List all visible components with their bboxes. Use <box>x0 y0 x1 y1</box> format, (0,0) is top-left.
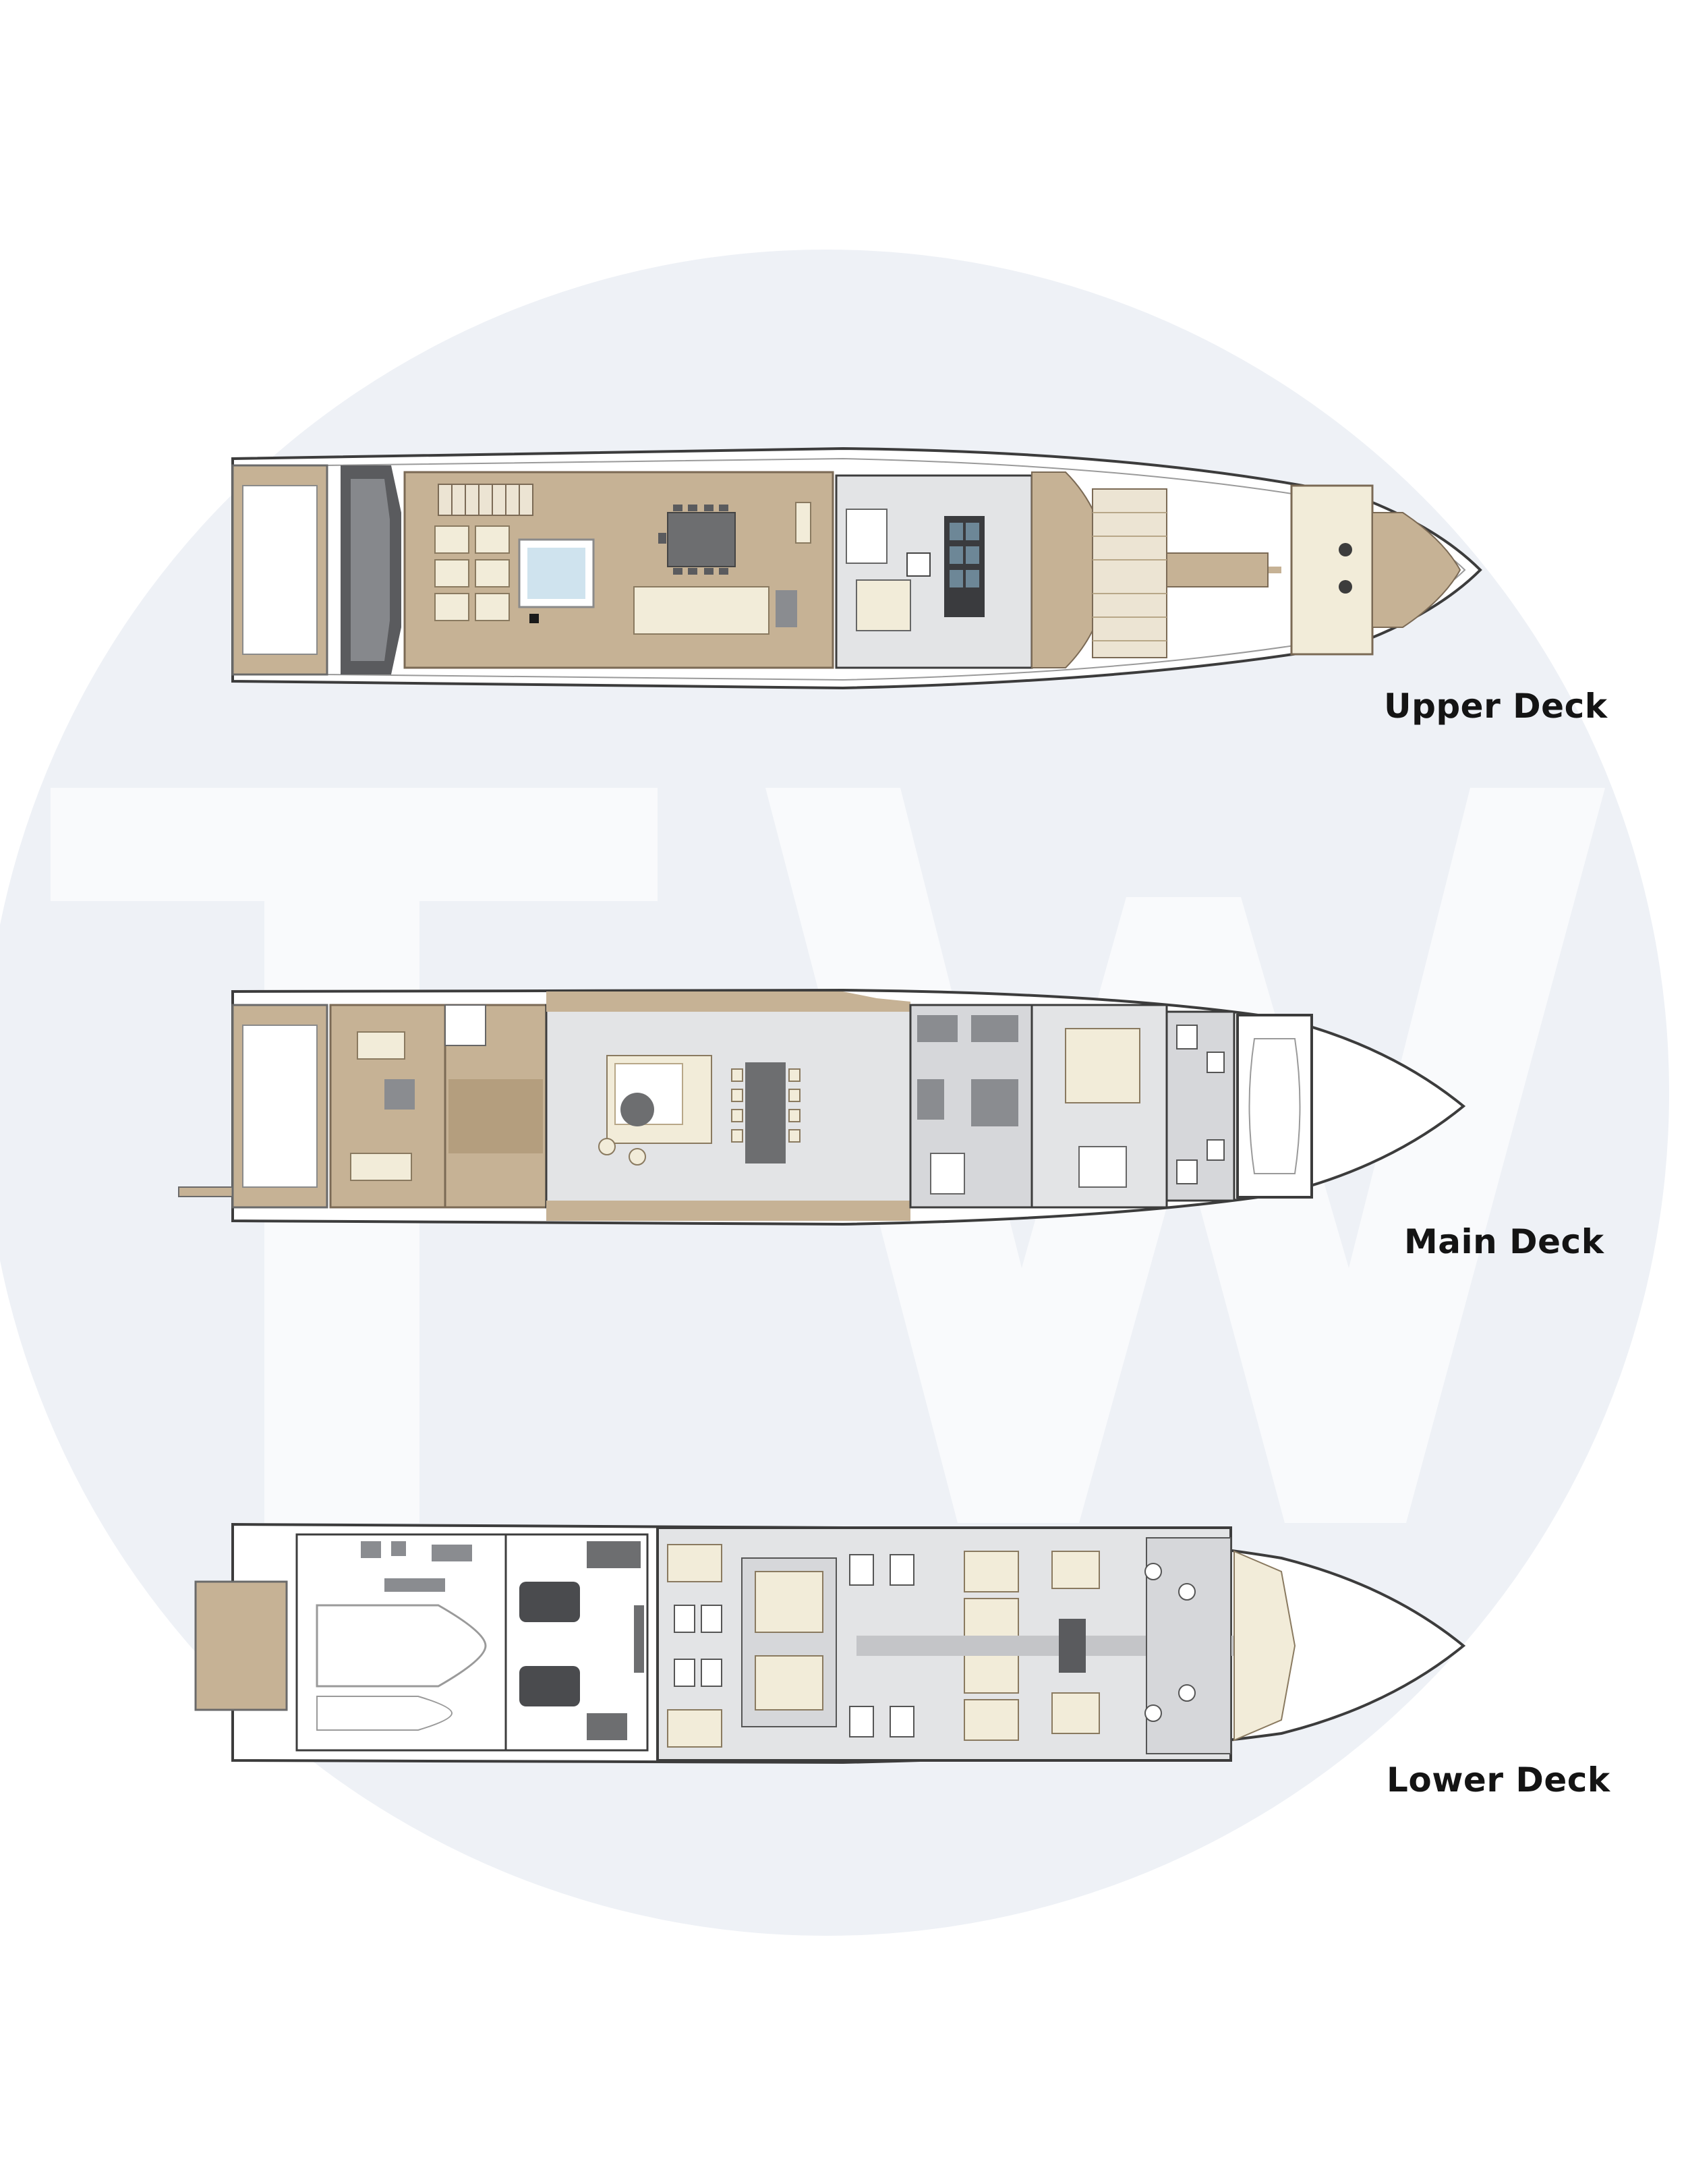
main-deck-salon-side-teak-bottom <box>546 1201 910 1221</box>
upper-deck-stairs <box>438 484 533 516</box>
lower-deck-crew-forepeak <box>1146 1537 1231 1754</box>
upper-deck-bar <box>795 502 811 544</box>
upper-deck-wheelhouse-settee <box>856 579 911 631</box>
upper-deck-arch-inner <box>351 479 390 661</box>
main-deck-label: Main Deck <box>1404 1222 1604 1261</box>
lower-deck-jetskis <box>519 1582 580 1706</box>
lower-deck-label: Lower Deck <box>1387 1760 1610 1800</box>
main-deck-aft-bench <box>242 1025 318 1188</box>
main-deck-dining-table <box>745 1062 786 1163</box>
upper-deck-bow-chairs <box>1339 543 1352 594</box>
main-deck-tender-outline <box>1248 1038 1301 1174</box>
main-deck-salon-pouf-2 <box>629 1148 646 1166</box>
upper-deck-helm-screens <box>950 523 979 587</box>
lower-deck-garage-equipment <box>361 1541 472 1592</box>
upper-deck-bow-teak <box>1372 512 1461 628</box>
lower-deck-tender-2-outline <box>316 1696 453 1731</box>
watermark-letter-w <box>765 788 1605 1523</box>
upper-deck-dining-chairs <box>658 505 728 575</box>
upper-deck-aft-bench <box>242 485 318 655</box>
upper-deck-lounge-sofa <box>633 586 769 635</box>
upper-deck-lounger-slats <box>1093 512 1167 641</box>
main-deck-plan <box>178 988 1466 1226</box>
upper-deck-hull-inner <box>323 457 1466 681</box>
upper-deck-side-table <box>776 590 797 627</box>
lower-deck-vip-bed-1 <box>755 1571 823 1633</box>
upper-deck-sun-loungers <box>434 525 510 621</box>
upper-deck-helm-seat <box>906 552 931 577</box>
main-deck-salon-pouf-1 <box>598 1138 616 1155</box>
upper-deck-label: Upper Deck <box>1384 687 1608 726</box>
upper-deck-wheelhouse <box>835 474 1033 669</box>
upper-deck-jacuzzi-water <box>527 548 585 599</box>
main-deck-salon-coffee-table <box>620 1093 654 1126</box>
lower-deck-guest-cabin-beds <box>964 1551 1100 1741</box>
lower-deck-plan <box>194 1522 1466 1764</box>
lower-deck-forward-heads <box>1144 1563 1196 1722</box>
lower-deck-crew-bunks <box>1233 1550 1296 1742</box>
lower-deck-stair <box>1059 1619 1086 1673</box>
lower-deck-bay-storage <box>587 1541 644 1740</box>
lower-deck-aft-cabins <box>667 1544 722 1748</box>
lower-deck-tender-garage <box>295 1533 507 1752</box>
main-deck-salon-side-teak-top <box>546 992 910 1012</box>
main-deck-galley-units <box>917 1015 1018 1195</box>
main-deck-dining-chairs <box>731 1068 801 1143</box>
upper-deck-dining-table <box>667 512 736 567</box>
upper-deck-wheelhouse-stairs <box>846 509 888 564</box>
main-deck-aft-furniture <box>350 1031 412 1181</box>
main-deck-bow-garage <box>1236 1014 1313 1199</box>
upper-deck-plan <box>231 447 1482 690</box>
main-deck-lobby-mat <box>448 1079 543 1153</box>
lower-deck-swim-platform <box>194 1580 288 1711</box>
main-deck-aft-table <box>384 1079 415 1110</box>
lower-deck-vip-bed-2 <box>755 1655 823 1711</box>
main-deck-master-bed <box>1065 1028 1140 1103</box>
main-deck-salon <box>545 1004 912 1209</box>
main-deck-master-desk <box>1078 1146 1127 1188</box>
upper-deck-foredeck-loungers <box>1092 488 1167 658</box>
lower-deck-tender-outline <box>316 1604 487 1688</box>
main-deck-lobby-stairs <box>444 1004 486 1046</box>
upper-deck-jacuzzi-step <box>529 614 539 623</box>
upper-deck-bow-lounge <box>1290 484 1374 656</box>
lower-deck-heads <box>674 1554 914 1737</box>
main-deck-bath-fixtures <box>1176 1025 1225 1184</box>
